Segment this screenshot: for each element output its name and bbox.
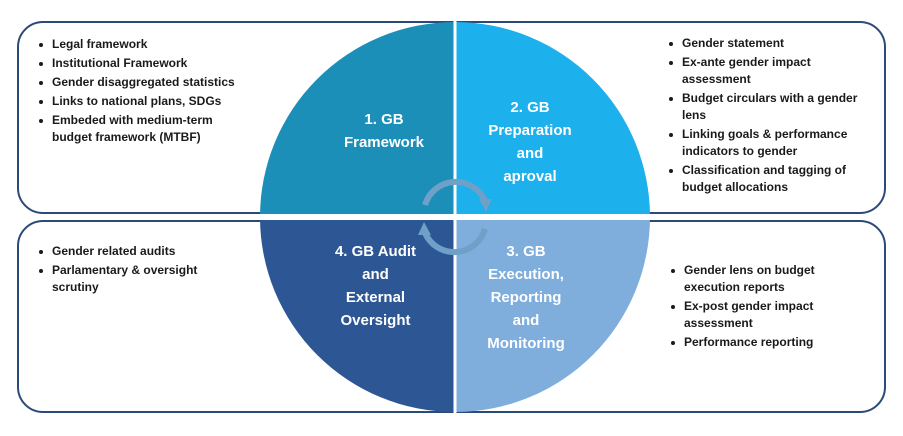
list-item: Parlamentary & oversight scrutiny <box>38 262 238 296</box>
quadrant-label-audit: 4. GB Audit and External Oversight <box>334 243 417 329</box>
list-item: Classification and tagging of budget all… <box>668 162 868 196</box>
list-item: Ex-ante gender impact assessment <box>668 54 868 88</box>
list-item: Gender lens on budget execution reports <box>670 262 870 296</box>
list-item: Linking goals & performance indicators t… <box>668 126 868 160</box>
list-item: Gender related audits <box>38 243 238 260</box>
list-item: Budget circulars with a gender lens <box>668 90 868 124</box>
list-item: Ex-post gender impact assessment <box>670 298 870 332</box>
list-item: Gender disaggregated statistics <box>38 74 248 91</box>
quadrant-execution <box>455 217 650 412</box>
preparation-list: Gender statement Ex-ante gender impact a… <box>668 35 868 198</box>
list-item: Gender statement <box>668 35 868 52</box>
cycle-arrows-icon <box>418 178 492 256</box>
list-item: Legal framework <box>38 36 248 53</box>
list-item: Embeded with medium-term budget framewor… <box>38 112 248 146</box>
list-item: Links to national plans, SDGs <box>38 93 248 110</box>
quadrant-preparation <box>455 22 650 217</box>
quadrant-audit <box>260 217 455 412</box>
framework-list: Legal framework Institutional Framework … <box>38 36 248 148</box>
execution-list: Gender lens on budget execution reports … <box>670 262 870 353</box>
quadrant-framework <box>260 22 455 217</box>
list-item: Institutional Framework <box>38 55 248 72</box>
audit-list: Gender related audits Parlamentary & ove… <box>38 243 238 298</box>
list-item: Performance reporting <box>670 334 870 351</box>
quadrant-label-framework: 1. GB Framework <box>343 111 425 151</box>
quadrant-label-preparation: 2. GB Preparation and aproval <box>488 99 572 185</box>
quadrant-label-execution: 3. GB Execution, Reporting and Monitorin… <box>487 243 565 352</box>
